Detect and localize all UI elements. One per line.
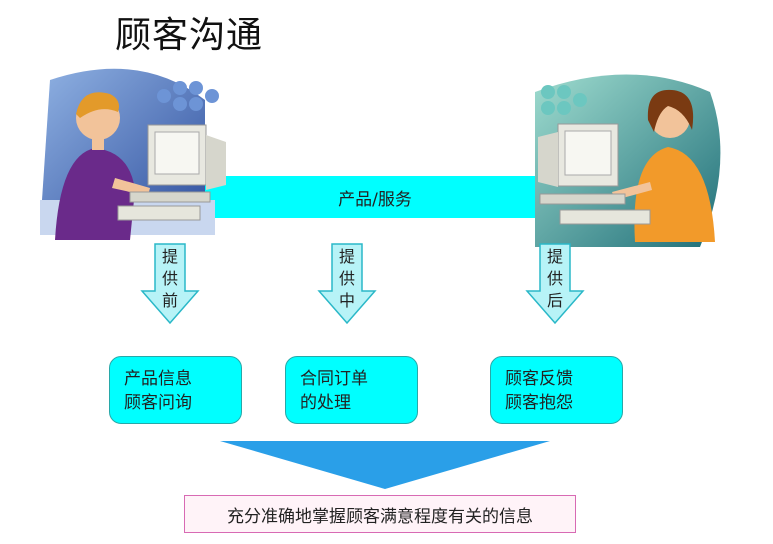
arrow-char: 后 bbox=[546, 291, 563, 310]
arrow-char: 供 bbox=[161, 269, 178, 288]
conclusion-box: 充分准确地掌握顾客满意程度有关的信息 bbox=[184, 495, 576, 533]
box-line: 产品信息 bbox=[124, 369, 192, 389]
arrow-after bbox=[525, 243, 585, 325]
arrow-char: 中 bbox=[338, 291, 355, 310]
stage-box-after: 顾客反馈 顾客抱怨 bbox=[490, 356, 623, 424]
box-line: 的处理 bbox=[300, 393, 351, 413]
man-at-computer-illustration bbox=[40, 68, 226, 240]
stage-box-before: 产品信息 顾客问询 bbox=[109, 356, 242, 424]
box-line: 顾客反馈 bbox=[505, 369, 573, 389]
diagram-title: 顾客沟通 bbox=[115, 15, 264, 56]
arrow-label-after: 提 供 后 bbox=[544, 246, 566, 312]
arrow-char: 提 bbox=[161, 247, 178, 266]
arrow-before bbox=[140, 243, 200, 325]
box-line: 顾客抱怨 bbox=[505, 393, 573, 413]
product-service-label: 产品/服务 bbox=[338, 189, 412, 210]
arrow-char: 提 bbox=[546, 247, 563, 266]
arrow-char: 前 bbox=[161, 291, 178, 310]
box-line: 合同订单 bbox=[300, 369, 368, 389]
arrow-during bbox=[317, 243, 377, 325]
stage-box-during: 合同订单 的处理 bbox=[285, 356, 418, 424]
arrow-char: 提 bbox=[338, 247, 355, 266]
box-line: 顾客问询 bbox=[124, 393, 192, 413]
arrow-label-before: 提 供 前 bbox=[159, 246, 181, 312]
arrow-label-during: 提 供 中 bbox=[336, 246, 358, 312]
product-service-band bbox=[205, 176, 545, 218]
arrow-char: 供 bbox=[546, 269, 563, 288]
arrow-char: 供 bbox=[338, 269, 355, 288]
convergence-arrow bbox=[220, 441, 550, 489]
woman-at-computer-illustration bbox=[535, 74, 721, 247]
